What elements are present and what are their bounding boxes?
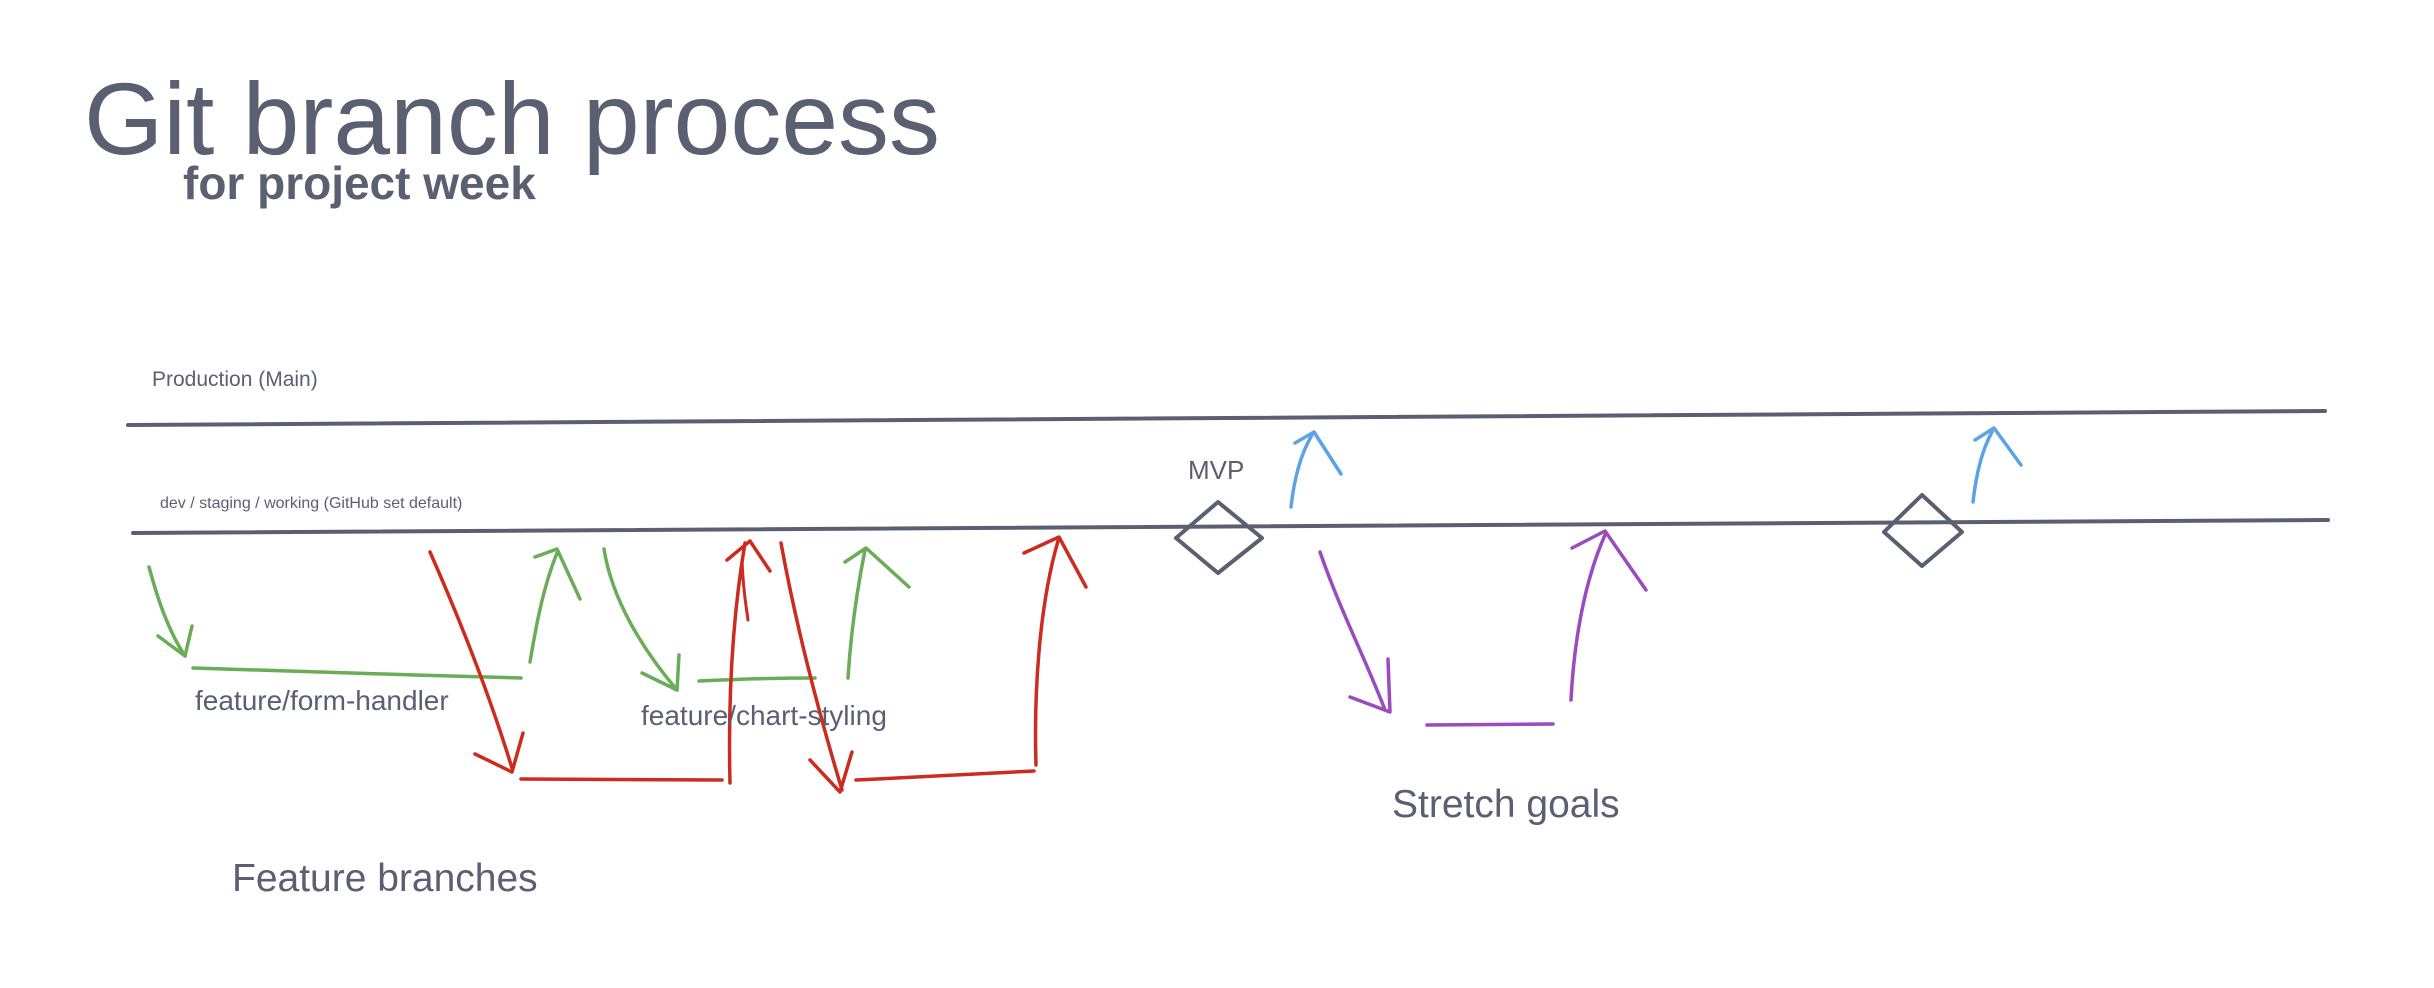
chart-styling-merge-arrowhead <box>843 546 911 589</box>
chart-styling-branch-out-arrowhead <box>640 653 681 692</box>
chart-styling-branch <box>602 546 911 692</box>
form-handler-branch <box>147 547 582 680</box>
dev-branch-line <box>131 518 2330 535</box>
hotfix-branch-2 <box>779 535 1088 794</box>
form-handler-branch-line <box>191 666 523 680</box>
stretch-release <box>1971 426 2023 504</box>
stretch-goals-label: Stretch goals <box>1392 783 1620 826</box>
hotfix-2-out-arrowhead <box>808 750 854 794</box>
hotfix-branch-1 <box>428 539 772 785</box>
production-branch-label: Production (Main) <box>152 368 318 391</box>
form-handler-branch-out-arrowhead <box>156 624 194 658</box>
hotfix-2-out-arrow <box>779 541 844 792</box>
hotfix-2-branch-line <box>854 769 1036 782</box>
stretch-out-arrow <box>1318 550 1387 712</box>
chart-styling-branch-line <box>697 676 817 683</box>
hotfix-1-merge-arrow-inner <box>740 558 750 622</box>
hotfix-2-merge-arrowhead <box>1022 535 1088 589</box>
stretch-merge-arrowhead <box>1570 529 1648 592</box>
mvp-diamond <box>1174 500 1264 575</box>
mvp-release <box>1289 430 1343 509</box>
page-subtitle: for project week <box>183 157 536 209</box>
hotfix-1-out-arrow <box>428 550 514 770</box>
hotfix-2-merge-arrow <box>1033 539 1060 767</box>
mvp-release-arrowhead <box>1293 430 1343 476</box>
stretch-branch-line <box>1425 722 1555 727</box>
chart-styling-merge-arrow <box>846 548 867 680</box>
hotfix-1-merge-arrowhead <box>725 539 772 573</box>
form-handler-label: feature/form-handler <box>195 685 449 716</box>
chart-styling-label: feature/chart-styling <box>641 700 887 731</box>
mvp-label: MVP <box>1188 455 1245 485</box>
feature-branches-label: Feature branches <box>232 857 538 900</box>
stretch-release-arrow <box>1971 430 1994 504</box>
hotfix-1-out-arrowhead <box>473 731 525 774</box>
chart-styling-branch-out-arrow <box>602 547 679 692</box>
dev-branch-label: dev / staging / working (GitHub set defa… <box>160 495 463 512</box>
form-handler-merge-arrowhead <box>533 547 582 601</box>
stretch-release-arrowhead <box>1973 426 2023 467</box>
mvp-release-arrow <box>1289 433 1314 509</box>
hotfix-1-merge-arrow <box>727 541 747 785</box>
page-title: Git branch process <box>84 62 941 176</box>
form-handler-branch-out-arrow <box>147 565 187 658</box>
stretch-merge-arrow <box>1569 533 1607 702</box>
production-branch-line <box>126 409 2327 427</box>
stretch-out-arrowhead <box>1348 657 1392 714</box>
hotfix-1-branch-line <box>519 777 724 782</box>
stretch-goals-branch <box>1318 529 1648 727</box>
form-handler-merge-arrow <box>528 551 559 664</box>
stretch-release-diamond <box>1882 493 1964 568</box>
